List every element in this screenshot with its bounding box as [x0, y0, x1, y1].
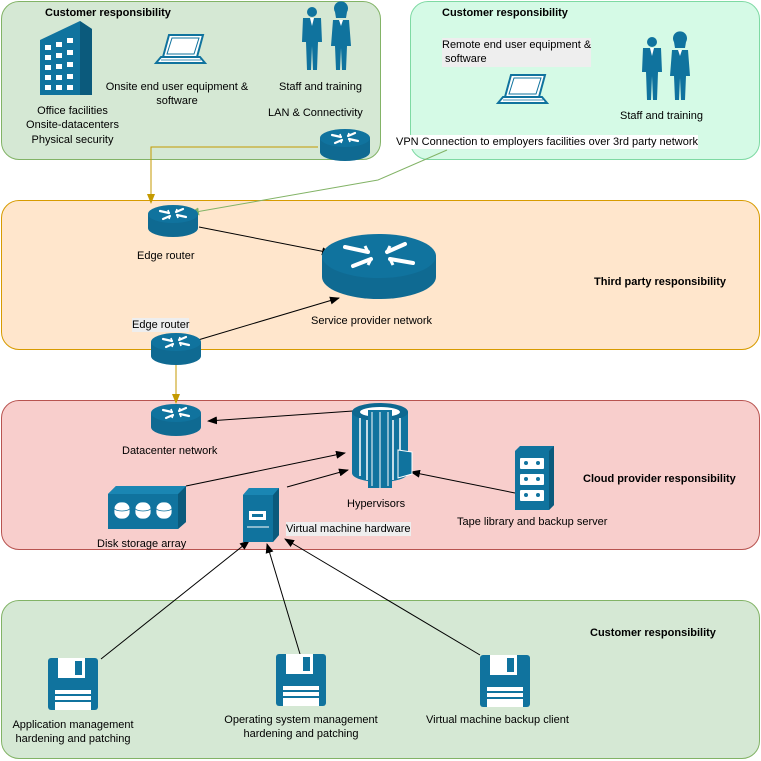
label-datacenter-network: Datacenter network [122, 445, 218, 457]
label-disk-storage: Disk storage array [97, 538, 187, 550]
connector-tape-to-hypervisors [410, 469, 516, 494]
office-building-icon [40, 21, 92, 95]
floppy-icon [48, 658, 98, 710]
zone-title-cloud-provider: Cloud provider responsibility [583, 473, 736, 485]
laptop-icon [155, 34, 206, 64]
staff-icon [642, 31, 690, 100]
zone-title-customer-vm: Customer responsibility [590, 627, 716, 639]
zone-customer-remote [410, 1, 760, 160]
label-remote-equipment: Remote end user equipment & software [442, 38, 592, 67]
laptop-icon [497, 74, 548, 104]
label-vm-backup: Virtual machine backup client [426, 714, 569, 726]
staff-icon [302, 1, 351, 70]
server-tower-icon [243, 488, 279, 542]
label-hypervisors: Hypervisors [347, 498, 406, 510]
connector-edge-to-provider [198, 226, 332, 256]
router-icon [149, 402, 203, 438]
router-icon [149, 331, 203, 367]
label-onsite-equipment: Onsite end user equipment & software [105, 81, 249, 108]
label-remote-staff: Staff and training [620, 110, 703, 122]
zone-title-customer-onsite: Customer responsibility [45, 7, 171, 19]
disk-array-icon [108, 486, 186, 529]
large-router-icon [322, 234, 436, 299]
mainframe-icon [352, 403, 413, 488]
router-icon [318, 127, 372, 163]
connector-backup-to-vmhw [284, 538, 481, 656]
connector-lan-to-edge [147, 146, 318, 204]
tape-library-icon [515, 446, 554, 510]
zone-title-third-party: Third party responsibility [594, 276, 727, 288]
label-vpn: VPN Connection to employers facilities o… [396, 135, 699, 150]
label-service-provider: Service provider network [311, 315, 433, 327]
zone-customer-vm [1, 600, 760, 759]
label-vm-hardware: Virtual machine hardware [286, 522, 411, 537]
label-os-mgmt: Operating system management hardening an… [224, 714, 378, 741]
router-icon [146, 203, 200, 239]
label-office: Office facilities Onsite-datacenters Phy… [26, 105, 119, 146]
label-app-mgmt: Application management hardening and pat… [12, 719, 134, 746]
connector-edge2-to-provider [197, 296, 340, 341]
label-edge-router-bottom: Edge router [132, 318, 190, 333]
label-tape-library: Tape library and backup server [457, 516, 608, 528]
connector-app-to-vmhw [100, 540, 250, 660]
zone-title-customer-remote: Customer responsibility [442, 7, 568, 19]
label-edge-router-top: Edge router [137, 250, 195, 262]
connector-vpn-to-edge [189, 149, 448, 216]
connector-disk-to-hypervisors [185, 450, 346, 487]
floppy-icon [276, 654, 326, 706]
floppy-icon [480, 655, 530, 707]
label-lan: LAN & Connectivity [268, 107, 363, 119]
label-onsite-staff: Staff and training [279, 81, 362, 93]
connector-os-to-vmhw [265, 543, 301, 655]
connector-vmhw-to-hypervisors [286, 468, 349, 488]
connector-hypervisors-to-datacenter [207, 410, 354, 425]
